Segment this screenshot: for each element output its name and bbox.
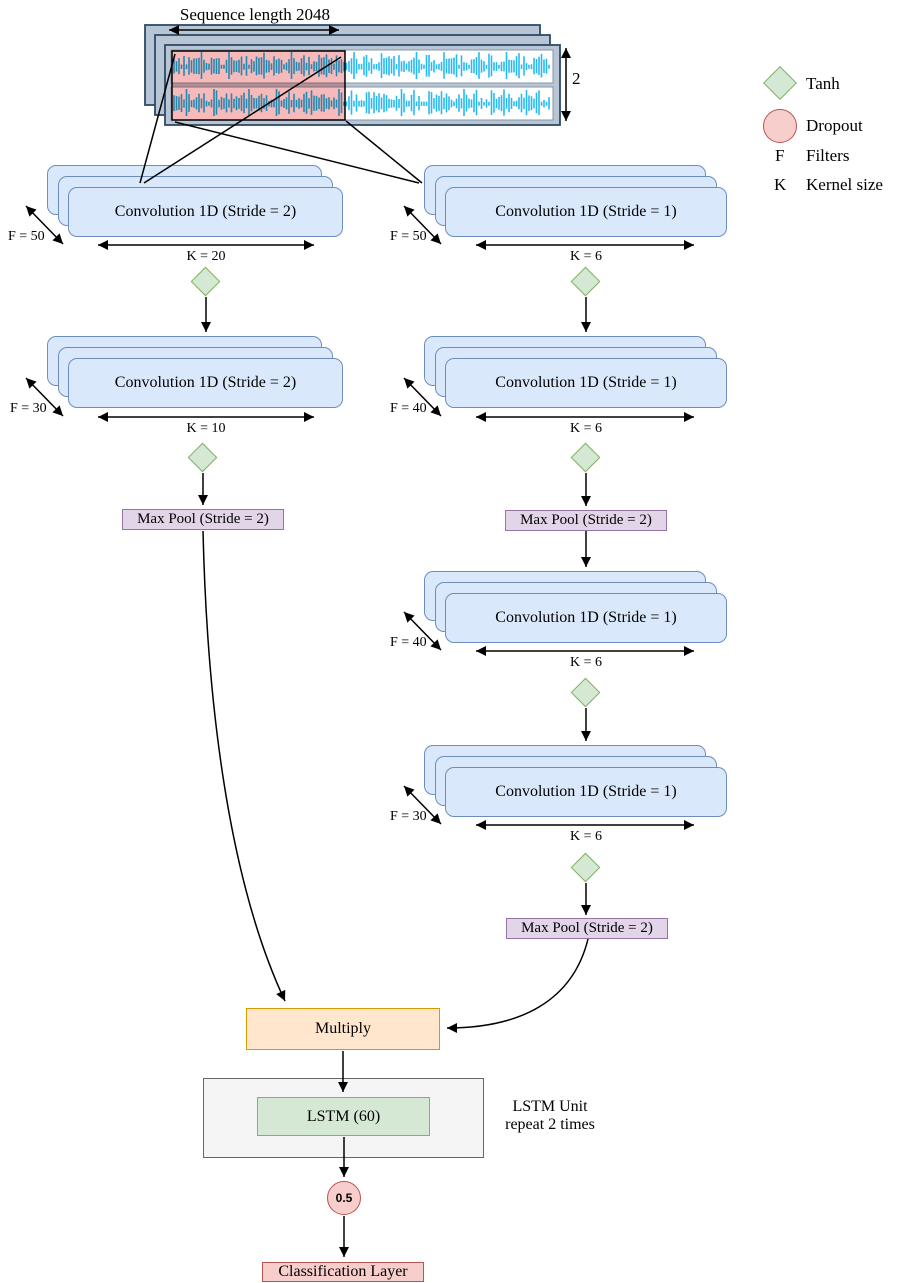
conv1d-right-4: Convolution 1D (Stride = 1): [445, 767, 727, 817]
classification-layer-box: Classification Layer: [262, 1262, 424, 1282]
maxpool-left: Max Pool (Stride = 2): [122, 509, 284, 530]
maxpool-right-2: Max Pool (Stride = 2): [506, 918, 668, 939]
conv-stack-right-1: Convolution 1D (Stride = 1): [424, 165, 727, 237]
multiply-box: Multiply: [246, 1008, 440, 1050]
kernel-label-left-1: K = 20: [186, 249, 226, 264]
kernel-label-right-4: K = 6: [569, 829, 602, 844]
lstm-box: LSTM (60): [257, 1097, 430, 1136]
tanh-legend-label: Tanh: [806, 74, 840, 93]
maxpool-right-1: Max Pool (Stride = 2): [505, 510, 667, 531]
conv1d-left-2: Convolution 1D (Stride = 2): [68, 358, 343, 408]
kernel-label-right-2: K = 6: [569, 421, 602, 436]
conv1d-left-1: Convolution 1D (Stride = 2): [68, 187, 343, 237]
dropout-legend-label: Dropout: [806, 116, 863, 135]
kernel-label-right-1: K = 6: [569, 249, 602, 264]
conv-stack-right-2: Convolution 1D (Stride = 1): [424, 336, 727, 408]
dropout-legend-icon: [763, 109, 797, 143]
conv-stack-left-1: Convolution 1D (Stride = 2): [47, 165, 343, 237]
lstm-note-line1: LSTM Unit: [512, 1098, 588, 1115]
filters-label-left-1: F = 50: [8, 229, 45, 244]
sequence-length-label: Sequence length 2048: [179, 5, 331, 24]
conv1d-right-2: Convolution 1D (Stride = 1): [445, 358, 727, 408]
kernel-label-left-2: K = 10: [186, 421, 226, 436]
conv-stack-right-4: Convolution 1D (Stride = 1): [424, 745, 727, 817]
filters-label-right-4: F = 30: [390, 809, 427, 824]
kernel-symbol: K: [774, 175, 787, 194]
channels-label: 2: [572, 69, 581, 88]
filters-legend-label: Filters: [806, 146, 850, 165]
conv1d-right-3: Convolution 1D (Stride = 1): [445, 593, 727, 643]
selection-window-fill: [172, 51, 345, 120]
filters-label-right-2: F = 40: [390, 401, 427, 416]
dropout-node: 0.5: [327, 1181, 361, 1215]
lstm-note-line2: repeat 2 times: [505, 1116, 595, 1134]
filters-label-right-1: F = 50: [390, 229, 427, 244]
conv-stack-left-2: Convolution 1D (Stride = 2): [47, 336, 343, 408]
kernel-legend-label: Kernel size: [806, 175, 883, 194]
filters-symbol: F: [775, 146, 785, 165]
filters-label-right-3: F = 40: [390, 635, 427, 650]
filters-label-left-2: F = 30: [10, 401, 47, 416]
conv1d-right-1: Convolution 1D (Stride = 1): [445, 187, 727, 237]
kernel-label-right-3: K = 6: [569, 655, 602, 670]
conv-stack-right-3: Convolution 1D (Stride = 1): [424, 571, 727, 643]
